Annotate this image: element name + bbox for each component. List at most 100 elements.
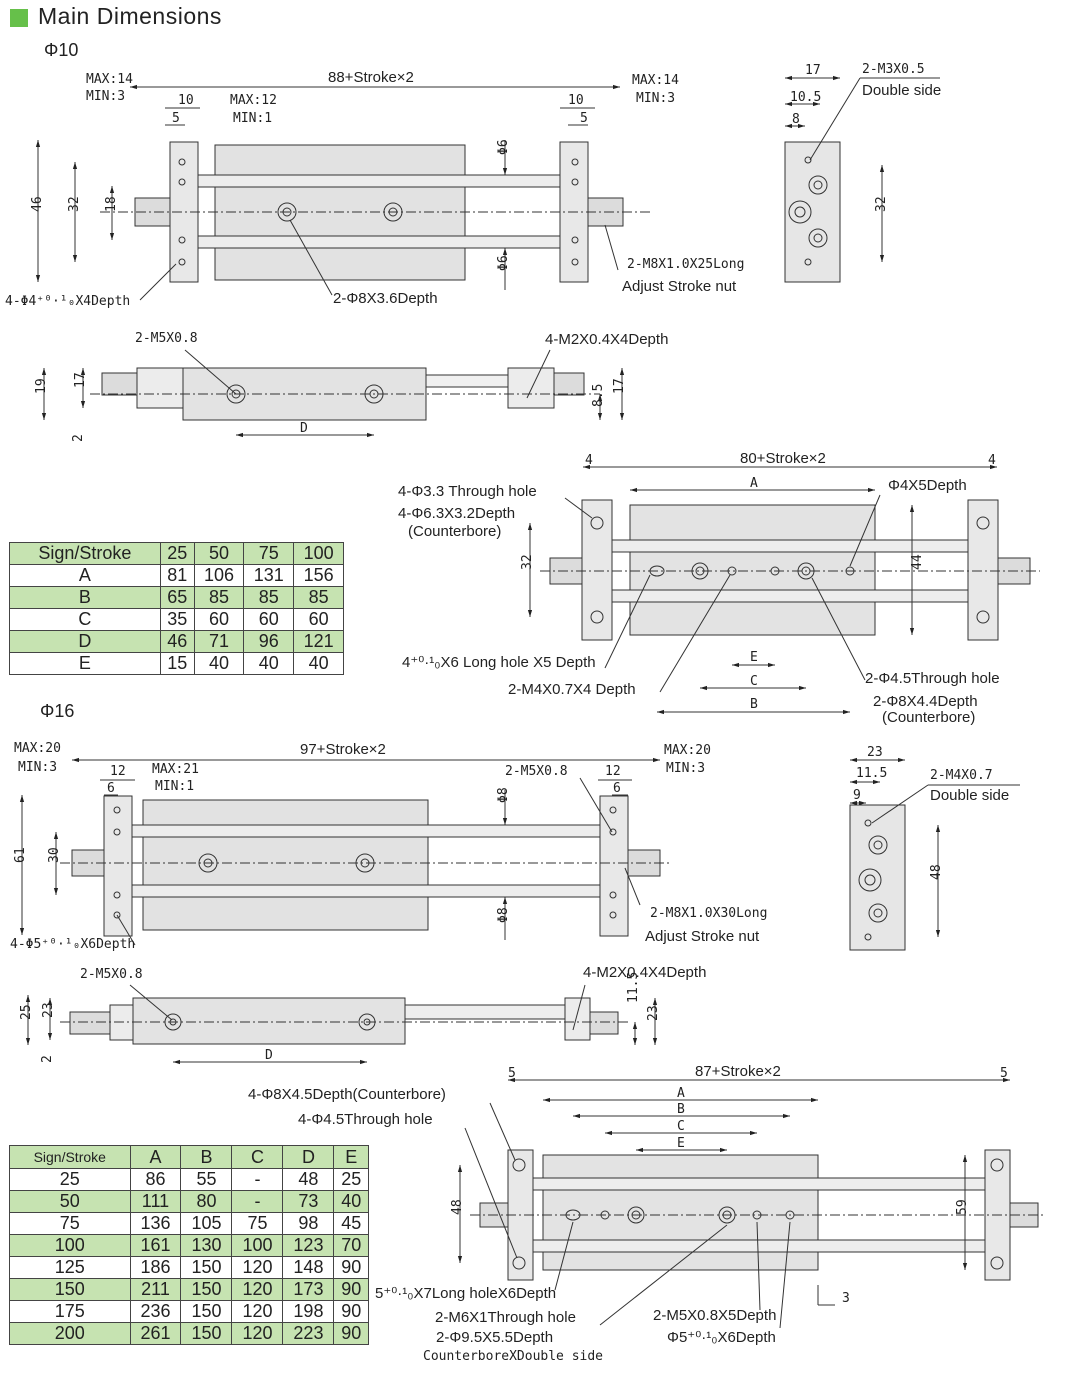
phi16-inner-min: MIN:1 <box>155 779 194 794</box>
phi10-bottom-through2: 2-Φ4.5Through hole <box>865 670 1000 687</box>
phi10-side-10-5: 10.5 <box>790 90 821 105</box>
phi16-front-23: 23 <box>41 1002 56 1018</box>
phi16-front-11-5: 11.5 <box>626 972 641 1003</box>
phi16-rod-phi8-bottom: Φ8 <box>496 907 511 923</box>
table-cell: 236 <box>129 1300 182 1323</box>
table-cell: 173 <box>282 1278 335 1301</box>
phi10-bottom-cbore: 4-Φ6.3X3.2Depth <box>398 505 515 522</box>
phi16-bottom-59: 59 <box>955 1199 970 1215</box>
phi10-bottom-phi4: Φ4X5Depth <box>888 477 967 494</box>
table-cell: 35 <box>159 608 195 631</box>
table-cell: - <box>231 1190 284 1213</box>
table-cell: 131 <box>243 564 295 587</box>
phi16-bottom-total: 87+Stroke×2 <box>695 1063 781 1080</box>
phi16-side-11-5: 11.5 <box>856 766 887 781</box>
phi16-front-25: 25 <box>19 1004 34 1020</box>
phi10-inner-max: MAX:12 <box>230 93 277 108</box>
table-cell: 111 <box>129 1190 182 1213</box>
table-cell: 223 <box>282 1322 335 1345</box>
phi10-bottom-m4: 2-M4X0.7X4 Depth <box>508 681 636 698</box>
phi16-front-m5: 2-M5X0.8 <box>80 967 143 982</box>
phi16-front-D: D <box>265 1048 273 1063</box>
table-cell: 86 <box>129 1168 182 1191</box>
table-cell: 60 <box>193 608 245 631</box>
phi10-nut-callout-1: 2-M8X1.0X25Long <box>627 257 744 272</box>
table-header-row: Sign/Stroke A B C D E <box>9 1145 369 1169</box>
phi16-bottom-A: A <box>677 1086 685 1101</box>
phi10-side-thread: 2-M3X0.5 <box>862 62 925 77</box>
table-cell: E <box>9 652 161 675</box>
phi16-bottom-48: 48 <box>450 1199 465 1215</box>
phi10-total-length: 88+Stroke×2 <box>328 69 414 86</box>
phi10-bottom-4r: 4 <box>988 453 996 468</box>
phi10-front-D: D <box>300 421 308 436</box>
table-cell: 85 <box>193 586 245 609</box>
table-cell: 96 <box>243 630 295 653</box>
phi16-total-length: 97+Stroke×2 <box>300 741 386 758</box>
phi10-bottom-A: A <box>750 476 758 491</box>
phi16-top-view <box>19 757 670 946</box>
phi10-side-8: 8 <box>792 112 800 127</box>
phi10-bottom-cb2-note: (Counterbore) <box>882 709 975 726</box>
phi10-side-double: Double side <box>862 82 941 99</box>
table-cell: 65 <box>159 586 195 609</box>
phi16-bottom-5l: 5 <box>508 1066 516 1081</box>
table-cell: 60 <box>293 608 344 631</box>
phi10-right-max: MAX:14 <box>632 73 679 88</box>
phi16-front-m2: 4-M2X0.4X4Depth <box>583 964 706 981</box>
phi10-front-m5: 2-M5X0.8 <box>135 331 198 346</box>
table-cell: - <box>231 1168 284 1191</box>
table-header: C <box>231 1145 284 1169</box>
phi10-side-17: 17 <box>805 63 821 78</box>
table-cell: 81 <box>159 564 195 587</box>
table-cell: 186 <box>129 1256 182 1279</box>
table-cell: 130 <box>180 1234 233 1257</box>
table-header: B <box>180 1145 233 1169</box>
table-cell: 156 <box>293 564 344 587</box>
table-cell: 90 <box>333 1322 369 1345</box>
table-cell: 73 <box>282 1190 335 1213</box>
table-cell: 80 <box>180 1190 233 1213</box>
table-cell: 90 <box>333 1278 369 1301</box>
table-cell: 90 <box>333 1300 369 1323</box>
phi16-right-max: MAX:20 <box>664 743 711 758</box>
phi10-front-m2: 4-M2X0.4X4Depth <box>545 331 668 348</box>
table-cell: 120 <box>231 1278 284 1301</box>
phi10-height-46: 46 <box>30 196 45 212</box>
phi16-bottom-through2: 2-M6X1Through hole <box>435 1309 576 1326</box>
table-header: 25 <box>159 542 195 565</box>
table-cell: 120 <box>231 1300 284 1323</box>
table-cell: C <box>9 608 161 631</box>
phi16-height-30: 30 <box>47 847 62 863</box>
phi16-front-2: 2 <box>40 1055 55 1063</box>
phi10-front-2: 2 <box>71 434 86 442</box>
table-cell: 70 <box>333 1234 369 1257</box>
phi16-side-48: 48 <box>929 864 944 880</box>
table-cell: 45 <box>333 1212 369 1235</box>
table-cell: 40 <box>193 652 245 675</box>
phi16-bottom-cb2: 2-Φ9.5X5.5Depth <box>436 1329 553 1346</box>
phi10-bottom-through: 4-Φ3.3 Through hole <box>398 483 537 500</box>
table-header: Sign/Stroke <box>9 1145 131 1169</box>
table-cell: 48 <box>282 1168 335 1191</box>
phi10-right-min: MIN:3 <box>636 91 675 106</box>
table-cell: 175 <box>9 1300 131 1323</box>
phi10-bottom-total: 80+Stroke×2 <box>740 450 826 467</box>
phi10-rod-phi6-top: Φ6 <box>496 139 511 155</box>
phi16-inner-max: MAX:21 <box>152 762 199 777</box>
phi16-side-23: 23 <box>867 745 883 760</box>
phi10-mid-holes-callout: 2-Φ8X3.6Depth <box>333 290 438 307</box>
table-cell: 198 <box>282 1300 335 1323</box>
phi10-bottom-32: 32 <box>520 554 535 570</box>
phi16-left-max: MAX:20 <box>14 741 61 756</box>
table-cell: 90 <box>333 1256 369 1279</box>
phi16-bottom-through: 4-Φ4.5Through hole <box>298 1111 433 1128</box>
